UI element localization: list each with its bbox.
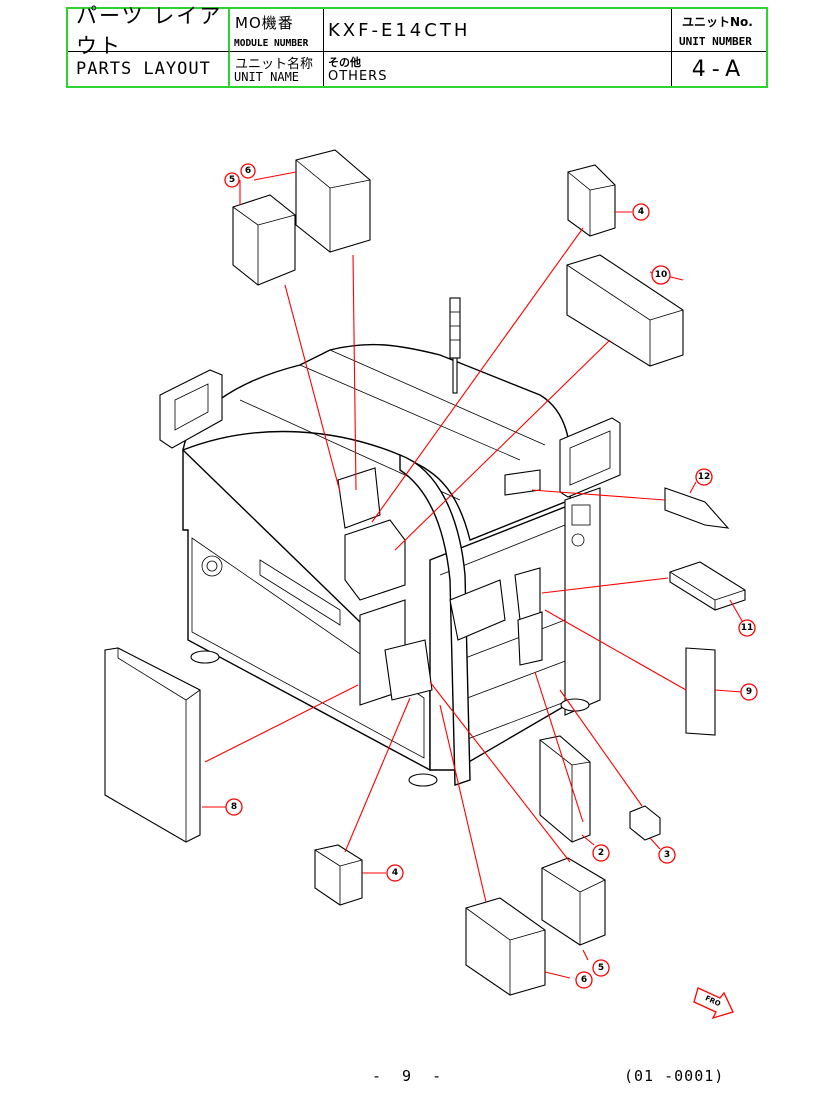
unit-number-value: 4-A [691,56,747,82]
title-en: PARTS LAYOUT [68,52,230,86]
svg-text:5: 5 [229,175,235,185]
svg-text:6: 6 [245,166,251,176]
callout-4-lower: 4 [386,864,404,882]
front-direction-arrow-icon: FRO [693,987,734,1020]
callout-11: 11 [738,619,756,637]
svg-text:2: 2 [598,848,604,858]
callout-5-lower: 5 [592,959,610,977]
callout-8: 8 [225,798,243,816]
module-number-label: MO機番 MODULE NUMBER [230,9,324,52]
svg-text:4: 4 [638,207,644,217]
leader-lines [202,171,746,979]
unit-name-label: ユニット名称 UNIT NAME [230,52,324,86]
callout-5-upper: 5 [224,172,240,188]
callout-10: 10 [651,265,671,285]
callout-2: 2 [592,844,610,862]
module-label-en: MODULE NUMBER [234,38,309,49]
callout-9: 9 [740,683,758,701]
callout-3: 3 [658,846,676,864]
callout-6-lower: 6 [575,971,593,989]
unit-no-label-en: UNIT NUMBER [679,35,752,48]
module-label-jp: MO機番 [235,14,294,32]
svg-text:6: 6 [581,975,587,985]
unit-name-label-jp: ユニット名称 [235,57,314,72]
callout-balloons: 6 5 4 10 12 11 9 8 3 2 4 [224,163,758,989]
callout-4-upper: 4 [632,203,650,221]
machine-body [159,297,621,787]
unit-no-label-jp: ユニットNo. [682,15,753,29]
svg-text:3: 3 [664,850,670,860]
module-number-value: KXF-E14CTH [324,9,672,52]
svg-text:8: 8 [231,802,237,812]
svg-text:5: 5 [598,963,604,973]
document-code: (01 -0001) [624,1067,725,1085]
svg-text:11: 11 [741,623,754,633]
svg-text:4: 4 [392,868,398,878]
unit-name-value: その他 OTHERS [324,52,672,86]
unit-name-jp: その他 [328,56,361,69]
page-number: - 9 - [372,1067,448,1085]
callout-6-upper: 6 [240,163,256,179]
unit-number-label: ユニットNo. UNIT NUMBER [672,9,766,52]
unit-name-en: OTHERS [328,69,388,84]
svg-text:12: 12 [698,472,711,482]
svg-text:9: 9 [746,687,752,697]
title-block: パーツ レイアウト PARTS LAYOUT MO機番 MODULE NUMBE… [66,4,768,88]
detached-parts [104,149,746,996]
unit-name-label-en: UNIT NAME [234,70,300,84]
svg-text:10: 10 [655,270,668,280]
callout-12: 12 [695,468,713,486]
